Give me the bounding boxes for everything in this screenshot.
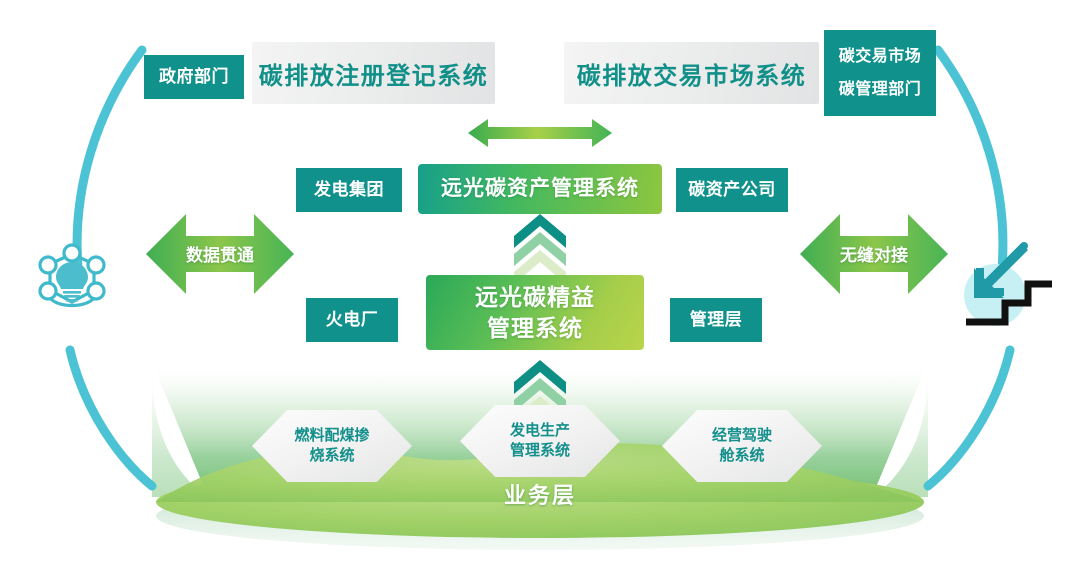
hex-tile-fuel-blending-system-line1: 燃料配煤掺 xyxy=(294,426,370,444)
box-carbon-lean-management-system-line2: 管理系统 xyxy=(487,314,583,341)
hex-tile-generation-production-system-line1: 发电生产 xyxy=(509,421,570,439)
left-arrow-label-text: 数据贯通 xyxy=(186,246,254,265)
bar-emission-trading-market-system[interactable]: 碳排放交易市场系统 xyxy=(564,42,819,104)
double-headed-horizontal-arrow-icon xyxy=(468,119,612,147)
hex-tile-generation-production-system[interactable]: 发电生产 管理系统 xyxy=(460,405,620,477)
chip-carbon-market-and-management[interactable]: 碳交易市场 碳管理部门 xyxy=(824,30,936,116)
arc-bottom-left-icon xyxy=(65,345,157,491)
chip-carbon-asset-company[interactable]: 碳资产公司 xyxy=(676,168,788,212)
chip-thermal-power-plant[interactable]: 火电厂 xyxy=(306,298,398,342)
arc-top-right-icon xyxy=(933,45,1008,273)
chip-government-department-label: 政府部门 xyxy=(159,67,229,87)
bar-emission-registry-system[interactable]: 碳排放注册登记系统 xyxy=(252,42,495,104)
business-layer-label-text: 业务层 xyxy=(503,483,576,508)
chip-carbon-asset-company-label: 碳资产公司 xyxy=(688,180,776,200)
business-layer-label: 业务层 xyxy=(440,478,640,510)
hex-tile-business-cockpit-system[interactable]: 经营驾驶 舱系统 xyxy=(662,410,822,482)
chip-power-generation-group[interactable]: 发电集团 xyxy=(296,168,402,212)
chip-management-layer-label: 管理层 xyxy=(689,310,743,330)
box-carbon-lean-management-system[interactable]: 远光碳精益 管理系统 xyxy=(426,275,644,350)
right-arrow-label: 无缝对接 xyxy=(814,241,934,266)
right-arrow-label-text: 无缝对接 xyxy=(840,246,908,265)
arc-bottom-right-icon xyxy=(923,345,1015,491)
bar-emission-trading-market-system-label: 碳排放交易市场系统 xyxy=(576,62,807,90)
chip-government-department[interactable]: 政府部门 xyxy=(144,55,244,99)
hex-tile-business-cockpit-system-line2: 舱系统 xyxy=(719,447,765,464)
bar-emission-registry-system-label: 碳排放注册登记系统 xyxy=(258,62,489,90)
hex-tile-business-cockpit-system-line1: 经营驾驶 xyxy=(711,426,772,444)
chip-carbon-market-label: 碳交易市场 xyxy=(838,47,922,65)
chip-carbon-management-dept-label: 碳管理部门 xyxy=(838,80,922,98)
box-carbon-asset-management-system[interactable]: 远光碳资产管理系统 xyxy=(418,164,662,214)
box-carbon-asset-management-system-label: 远光碳资产管理系统 xyxy=(441,177,639,201)
arc-top-left-icon xyxy=(72,45,147,273)
hex-tile-generation-production-system-line2: 管理系统 xyxy=(509,442,570,459)
left-arrow-label: 数据贯通 xyxy=(160,241,280,266)
network-lightbulb-icon xyxy=(38,243,106,308)
box-carbon-lean-management-system-line1: 远光碳精益 xyxy=(475,284,595,311)
chip-power-generation-group-label: 发电集团 xyxy=(314,180,384,200)
chip-thermal-power-plant-label: 火电厂 xyxy=(325,310,379,330)
chip-management-layer[interactable]: 管理层 xyxy=(670,298,762,342)
triple-chevron-up-upper-icon xyxy=(514,214,566,284)
hex-tile-fuel-blending-system-line2: 烧系统 xyxy=(309,447,355,464)
hex-tile-fuel-blending-system[interactable]: 燃料配煤掺 烧系统 xyxy=(252,410,412,482)
stairs-arrow-icon xyxy=(964,242,1052,326)
